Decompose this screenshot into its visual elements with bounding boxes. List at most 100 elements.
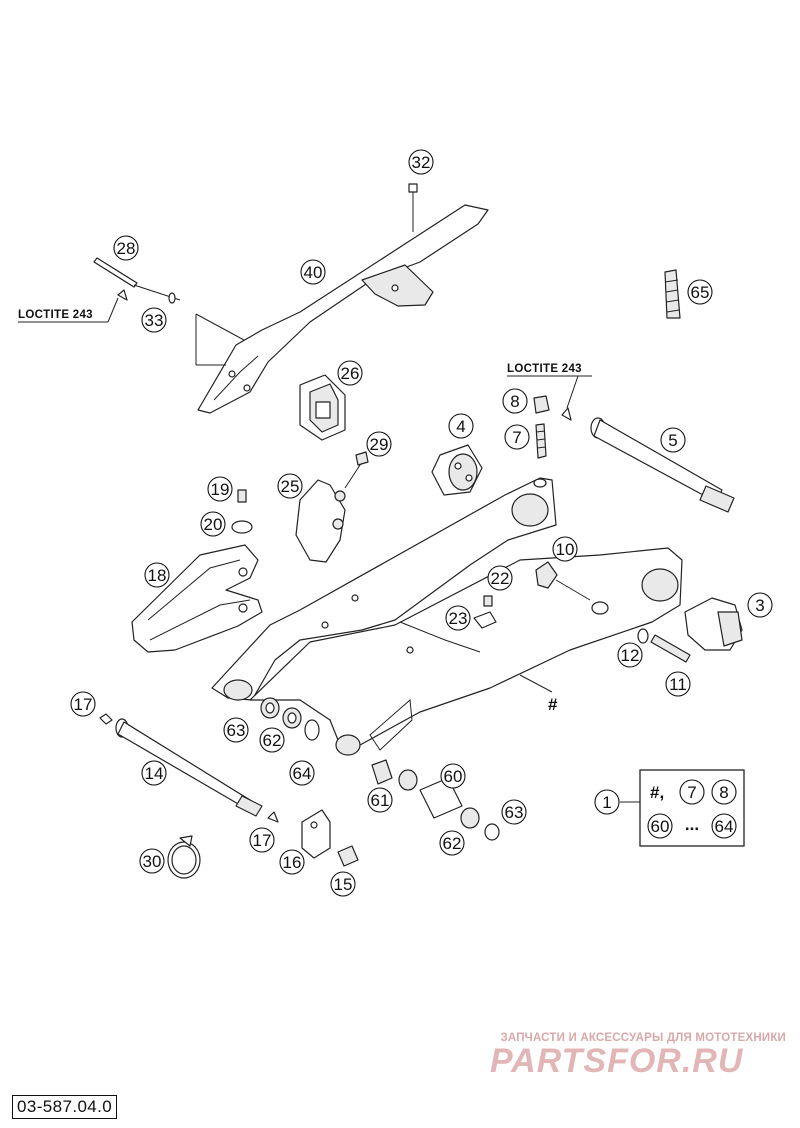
callout-circle <box>366 431 392 457</box>
axle-14-drawing <box>99 713 279 823</box>
callout-circle <box>747 592 773 618</box>
callout-29: 29 <box>366 431 392 457</box>
chain-slider-18-drawing <box>131 544 263 653</box>
callout-28: 28 <box>113 235 139 261</box>
callout-circle <box>207 476 233 502</box>
nut-bolt-7-8-drawing <box>533 395 572 459</box>
callout-number: 4 <box>456 417 465 436</box>
callout-11: 11 <box>665 671 691 697</box>
callout-number: 19 <box>211 480 230 499</box>
callout-number: 8 <box>510 392 519 411</box>
callout-18: 18 <box>144 562 170 588</box>
loctite-label-left: LOCTITE 243 <box>18 309 93 321</box>
callout-circle <box>259 727 285 753</box>
callout-circle <box>501 799 527 825</box>
callout-number: 29 <box>370 435 389 454</box>
assembly-legend: 1 #, 7 8 60 ... 64 <box>594 769 745 847</box>
callout-number: 28 <box>117 239 136 258</box>
callout-number: 62 <box>443 834 462 853</box>
callout-12: 12 <box>617 642 643 668</box>
callout-circle <box>289 760 315 786</box>
callout-7: 7 <box>504 424 530 450</box>
callout-number: 16 <box>283 853 302 872</box>
callout-63: 63 <box>501 799 527 825</box>
callout-20: 20 <box>200 511 226 537</box>
callout-4: 4 <box>448 413 474 439</box>
bracket-25-drawing <box>295 451 369 563</box>
callout-circle <box>141 307 167 333</box>
callout-circle <box>504 424 530 450</box>
screw-22-clip-23-drawing <box>473 595 497 629</box>
callout-5: 5 <box>660 427 686 453</box>
callout-64: 64 <box>289 760 315 786</box>
callout-circle <box>279 849 305 875</box>
callout-number: 63 <box>505 803 524 822</box>
loctite-label-right: LOCTITE 243 <box>507 363 582 375</box>
callout-number: 40 <box>304 263 323 282</box>
callout-number: 62 <box>263 731 282 750</box>
callout-circle <box>249 827 275 853</box>
callout-number: 64 <box>293 764 312 783</box>
callout-15: 15 <box>330 871 356 897</box>
callout-14: 14 <box>141 760 167 786</box>
legend-callout-number: 1 <box>602 793 611 812</box>
callout-circle <box>70 691 96 717</box>
callout-8: 8 <box>502 388 528 414</box>
callout-circle <box>141 760 167 786</box>
callout-circle <box>337 360 363 386</box>
callout-circle <box>440 763 466 789</box>
callout-circle <box>448 413 474 439</box>
callout-circle <box>445 605 471 631</box>
legend-part-60: 60 <box>651 817 670 836</box>
callout-61: 61 <box>367 787 393 813</box>
callout-number: 3 <box>755 596 764 615</box>
axle-5-drawing <box>590 417 735 513</box>
callout-number: 65 <box>691 283 710 302</box>
bushing-10-drawing <box>535 561 591 601</box>
callout-number: 30 <box>143 852 162 871</box>
callout-number: 17 <box>74 695 93 714</box>
callout-number: 20 <box>204 515 223 534</box>
callout-circle <box>617 642 643 668</box>
diagram-id: 03-587.04.0 <box>12 1095 118 1119</box>
callout-circle <box>487 565 513 591</box>
legend-hash: #, <box>650 783 664 802</box>
callout-circle <box>277 473 303 499</box>
bushing-4-drawing <box>431 444 483 496</box>
callout-number: 18 <box>148 566 167 585</box>
callout-number: 26 <box>341 364 360 383</box>
callout-circle <box>552 536 578 562</box>
legend-part-64: 64 <box>715 817 734 836</box>
watermark-logo: PARTSFOR.RU <box>490 1042 744 1080</box>
callout-circle <box>139 848 165 874</box>
callout-17: 17 <box>249 827 275 853</box>
callout-19: 19 <box>207 476 233 502</box>
callout-circle <box>223 717 249 743</box>
callout-circle <box>665 671 691 697</box>
callout-22: 22 <box>487 565 513 591</box>
callout-circle <box>113 235 139 261</box>
callout-circle <box>408 149 434 175</box>
callout-circle <box>200 511 226 537</box>
bearing-set-left-drawing <box>260 697 320 741</box>
block-3-drawing <box>637 597 743 663</box>
callout-30: 30 <box>139 848 165 874</box>
callout-circle <box>687 279 713 305</box>
legend-ellipsis: ... <box>685 815 699 834</box>
callout-circle <box>144 562 170 588</box>
callout-circle <box>300 259 326 285</box>
bolt-28-drawing <box>93 257 245 366</box>
callout-circle <box>439 830 465 856</box>
screw-19-washer-20-drawing <box>231 489 253 534</box>
callout-10: 10 <box>552 536 578 562</box>
callout-number: 7 <box>512 428 521 447</box>
callout-number: 23 <box>449 609 468 628</box>
loctite-note-left: LOCTITE 243 <box>18 297 119 323</box>
loctite-note-right: LOCTITE 243 <box>507 363 592 409</box>
swingarm-drawing <box>211 477 683 756</box>
callout-62: 62 <box>439 830 465 856</box>
callout-number: 11 <box>669 675 687 694</box>
callout-3: 3 <box>747 592 773 618</box>
callout-number: 17 <box>253 831 272 850</box>
